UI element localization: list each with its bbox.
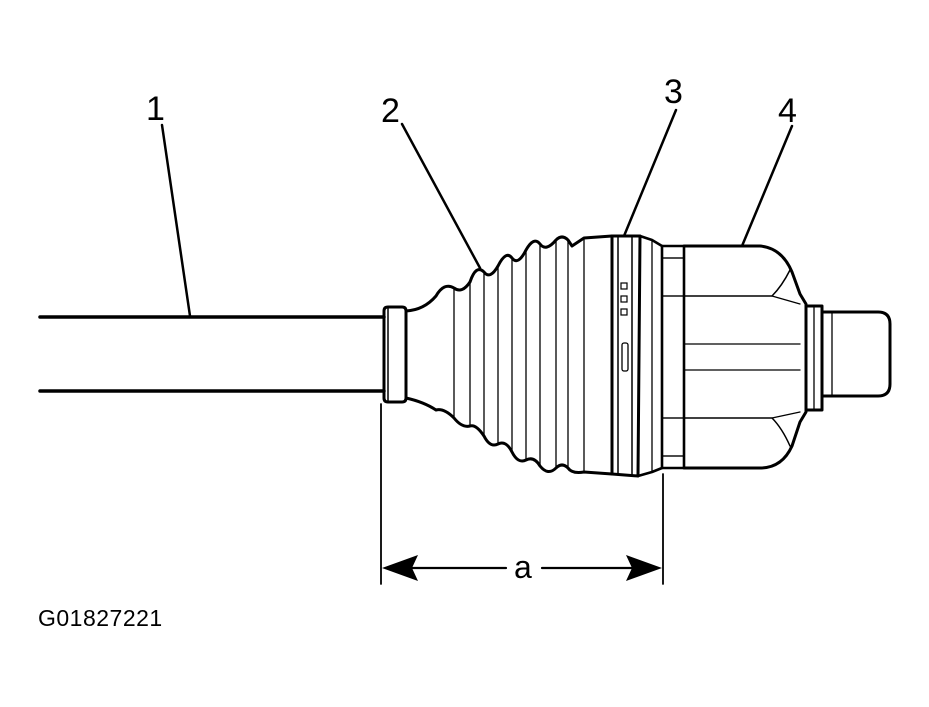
arrowhead-right [626,555,662,581]
boot-collar [382,305,408,404]
callout-2: 2 [381,92,400,130]
callout-3: 3 [664,73,683,111]
dimension-label: a [514,549,532,585]
leader-lines [160,108,794,318]
clamp [610,234,642,478]
callout-4: 4 [778,92,797,130]
leader-3 [622,108,678,238]
joint [636,234,892,478]
callout-1: 1 [146,90,165,128]
leader-1 [160,123,192,318]
leader-4 [740,124,794,248]
shaft [38,315,386,393]
figure-id-label: G01827221 [38,605,163,631]
boot [404,234,614,476]
dimension-a [380,403,664,585]
arrowhead-left [382,555,418,581]
leader-2 [400,122,482,270]
